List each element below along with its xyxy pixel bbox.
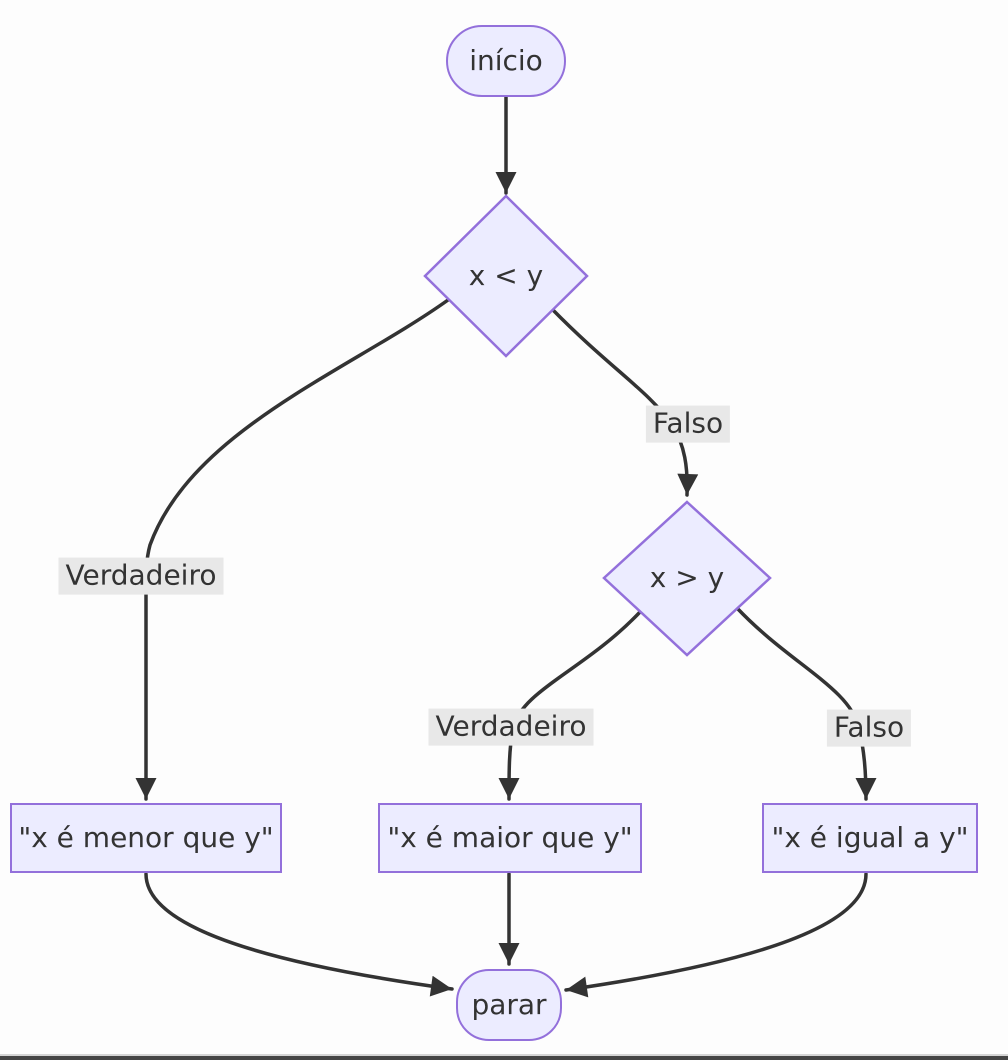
window-bottom-edge [0,1056,1008,1060]
end-node: parar [456,969,562,1041]
edge-label-falso-upper: Falso [645,405,731,443]
edge-label-verdadeiro-left: Verdadeiro [58,557,224,595]
edge-decision2-verdadeiro [498,610,642,801]
edge-label-verdadeiro-middle: Verdadeiro [428,708,594,746]
decision-diamond-x-greater-y [602,500,772,657]
result-node-x-igual: "x é igual a y" [762,803,978,873]
decision1-label: x < y [468,259,544,292]
decision-diamond-x-less-y [423,194,589,358]
edge-result-less-to-end [144,872,454,997]
edge-decision2-falso [735,606,877,801]
edge-decision1-falso [551,308,699,497]
decision2-label: x > y [649,561,725,594]
edge-decision1-verdadeiro [135,298,450,801]
start-node: início [446,25,566,97]
edge-result-equal-to-end [564,872,868,998]
result-node-x-menor: "x é menor que y" [10,803,282,873]
result-node-x-maior: "x é maior que y" [378,803,642,873]
edge-label-falso-right: Falso [826,709,912,747]
